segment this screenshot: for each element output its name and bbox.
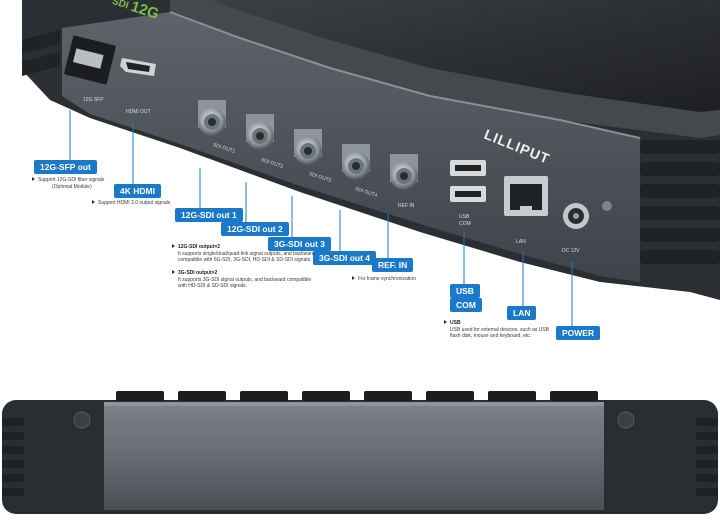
- bullet-icon: [352, 276, 355, 280]
- callout-power: POWER: [556, 326, 601, 340]
- bullet-icon: [444, 320, 447, 324]
- screen: [212, 0, 720, 112]
- port-label-dc: DC 12V: [562, 248, 580, 254]
- callout-sdi-out3: 3G-SDI out 3: [268, 237, 332, 251]
- note-sfp: Support 12G-SDI fiber signals (Optional …: [32, 177, 104, 190]
- usb-ports: [450, 160, 486, 202]
- callout-sdi-out2: 12G-SDI out 2: [221, 222, 289, 236]
- port-label-com: COM: [459, 221, 471, 227]
- callout-ref-in: REF. IN: [372, 258, 414, 272]
- leader-lines: [69, 110, 573, 326]
- bullet-icon: [172, 270, 175, 274]
- bnc-connectors: [198, 100, 418, 190]
- bullet-icon: [92, 200, 95, 204]
- bottom-view: [2, 391, 718, 514]
- note-12g-sdi: 12G-SDI output×2 It supports single/dual…: [172, 244, 314, 264]
- port-label-ref-in: REF IN: [398, 203, 415, 209]
- bullet-icon: [32, 177, 35, 181]
- bullet-icon: [172, 244, 175, 248]
- callout-sfp: 12G-SFP out: [34, 160, 97, 174]
- callout-lan: LAN: [507, 306, 537, 320]
- note-usb: USB USB used for external devices, such …: [444, 320, 549, 340]
- port-label-lan: LAN: [516, 239, 526, 245]
- port-label-usb: USB: [459, 214, 470, 220]
- callout-sdi-out1: 12G-SDI out 1: [175, 208, 243, 222]
- hdmi-port: [120, 58, 156, 76]
- lan-port: [504, 176, 548, 216]
- note-3g-sdi: 3G-SDI output×2 It supports 3G-SDI signa…: [172, 270, 311, 290]
- callout-usb: USB: [450, 284, 480, 298]
- callout-hdmi: 4K HDMI: [114, 184, 161, 198]
- callout-com: COM: [450, 298, 482, 312]
- note-hdmi: Support HDMI 2.0 output signals: [92, 200, 170, 207]
- port-label-hdmi: HDMI OUT: [126, 109, 151, 115]
- note-ref-in: For frame synchronization: [352, 276, 416, 283]
- dc-jack: [563, 203, 589, 229]
- callout-sdi-out4: 3G-SDI out 4: [313, 251, 377, 265]
- port-label-sfp: 12G SFP: [83, 97, 104, 103]
- sfp-port: [64, 35, 116, 85]
